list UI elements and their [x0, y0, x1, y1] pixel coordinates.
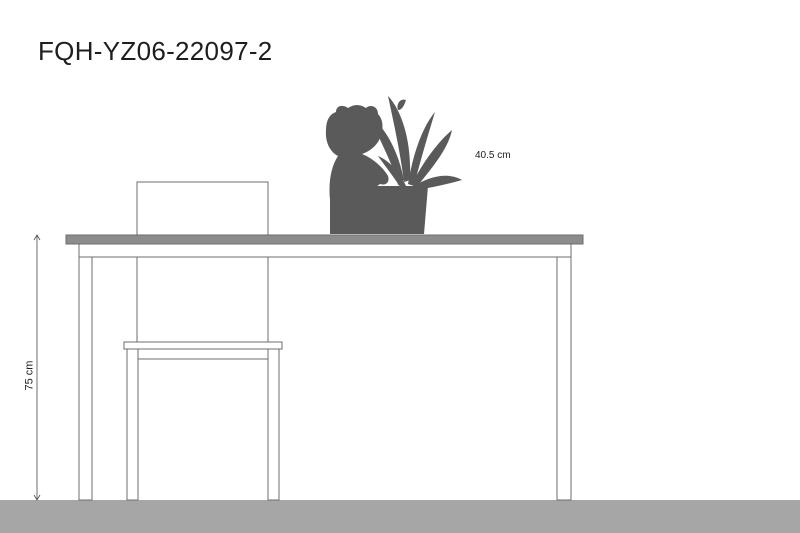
table-leg-right — [556, 243, 572, 501]
object-height-label: 40.5 cm — [475, 150, 511, 161]
table-top — [65, 234, 584, 245]
table-leg-left — [78, 243, 93, 501]
floor — [0, 500, 800, 533]
table-height-label: 75 cm — [23, 360, 36, 391]
table-height-indicator — [33, 234, 41, 501]
chair-outline — [123, 257, 283, 501]
table-outline — [65, 234, 584, 501]
chair-leg-left — [126, 348, 139, 501]
product-code: FQH-YZ06-22097-2 — [38, 36, 273, 66]
table-apron — [78, 243, 572, 258]
chair-seat — [123, 341, 283, 350]
chair-backrest — [136, 181, 269, 236]
bear-with-plant-icon — [325, 96, 462, 234]
chair-leg-right — [267, 348, 280, 501]
